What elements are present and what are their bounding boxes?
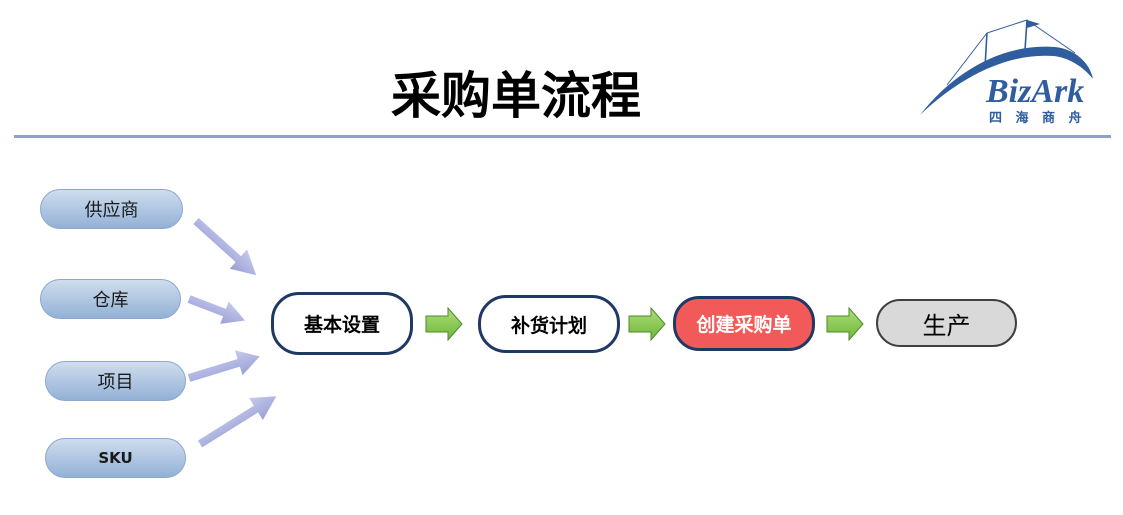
logo-rigging	[1026, 19, 1076, 54]
flow-arrow-shape	[628, 307, 666, 341]
input-node-warehouse: 仓库	[40, 279, 181, 319]
logo-tagline: 四 海 商 舟	[989, 111, 1087, 126]
step-basic-settings: 基本设置	[271, 292, 413, 355]
logo-brand-text: BizArk	[986, 73, 1085, 110]
arrow-sku-to-basic-settings	[197, 396, 277, 448]
flow-arrow-shape	[425, 307, 463, 341]
logo-mast-main	[1024, 19, 1028, 51]
logo-rigging	[946, 32, 988, 86]
logo-rigging	[986, 19, 1028, 34]
arrow-project-to-basic-settings	[187, 350, 260, 382]
logo-hull	[920, 46, 1093, 115]
arrow-supplier-to-basic-settings	[193, 218, 257, 276]
flow-arrow-1	[425, 307, 463, 341]
page-title: 采购单流程	[391, 66, 641, 125]
input-node-sku: SKU	[45, 438, 186, 478]
step-create-purchase-order: 创建采购单	[673, 296, 815, 351]
title-divider	[14, 135, 1111, 138]
arrow-warehouse-to-basic-settings	[187, 295, 246, 324]
step-production: 生产	[876, 299, 1017, 347]
input-node-supplier: 供应商	[40, 189, 183, 229]
flow-arrow-2	[628, 307, 666, 341]
input-node-project: 项目	[45, 361, 186, 401]
step-replenishment-plan: 补货计划	[478, 295, 620, 353]
flow-arrow-3	[826, 307, 864, 341]
logo-mast-front	[984, 32, 988, 68]
flow-arrow-shape	[826, 307, 864, 341]
bizark-logo-icon	[920, 19, 1093, 115]
